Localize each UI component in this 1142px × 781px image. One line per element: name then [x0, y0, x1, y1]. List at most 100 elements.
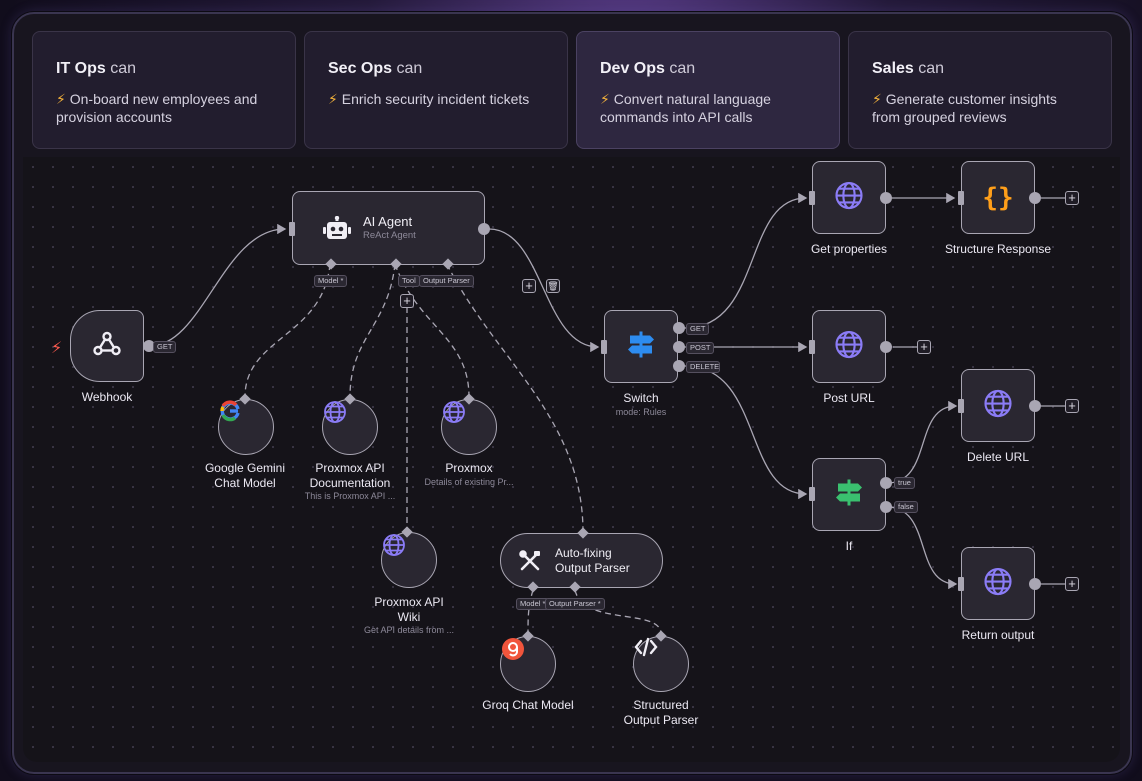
trigger-bolt-icon: ⚡ — [51, 340, 63, 357]
add-node-button[interactable]: + — [917, 340, 931, 354]
card-title: Sales can — [872, 60, 945, 77]
card-sales[interactable]: Sales can ⚡ Generate customer insights f… — [848, 31, 1112, 149]
node-proxmox-api-doc[interactable] — [322, 399, 378, 455]
add-node-button[interactable]: + — [1065, 399, 1079, 413]
node-label: Delete URL — [966, 450, 1030, 464]
node-label: Webhook — [81, 390, 133, 404]
output-handle-get[interactable] — [673, 322, 685, 334]
card-it-ops[interactable]: IT Ops can ⚡ On-board new employees and … — [32, 31, 296, 149]
node-get-properties[interactable] — [812, 161, 886, 234]
node-gemini[interactable] — [218, 399, 274, 455]
node-post-url[interactable] — [812, 310, 886, 383]
input-handle[interactable] — [809, 191, 815, 205]
card-desc: ⚡ Generate customer insights from groupe… — [872, 91, 1057, 125]
groq-icon — [501, 638, 525, 665]
signpost-icon — [626, 329, 656, 364]
input-handle[interactable] — [289, 222, 295, 236]
output-tag: DELETE — [686, 361, 720, 373]
node-switch[interactable] — [604, 310, 678, 383]
node-proxmox[interactable] — [441, 399, 497, 455]
output-handle[interactable] — [880, 192, 892, 204]
output-tag: GET — [153, 341, 177, 353]
code-icon — [634, 637, 658, 661]
bolt-icon: ⚡ — [328, 91, 338, 107]
output-tag: false — [894, 501, 918, 513]
globe-icon — [382, 534, 406, 561]
tools-icon — [518, 549, 542, 578]
node-proxmox-api-wiki[interactable] — [381, 532, 437, 588]
input-handle[interactable] — [958, 399, 964, 413]
output-handle[interactable] — [143, 340, 155, 352]
output-tag: POST — [686, 342, 715, 354]
node-label: Switch — [623, 391, 659, 405]
globe-icon — [983, 388, 1013, 423]
webhook-icon — [92, 329, 122, 364]
output-handle-post[interactable] — [673, 341, 685, 353]
add-tool-button[interactable]: + — [400, 294, 414, 308]
output-handle[interactable] — [1029, 400, 1041, 412]
add-node-button[interactable]: + — [1065, 191, 1079, 205]
node-if[interactable] — [812, 458, 886, 531]
bolt-icon: ⚡ — [872, 91, 882, 107]
output-handle-true[interactable] — [880, 477, 892, 489]
tool-tag: Tool — [398, 275, 420, 287]
node-label: Structure Response — [944, 242, 1052, 256]
card-desc: ⚡ Enrich security incident tickets — [328, 91, 530, 107]
workflow-canvas[interactable]: ⚡ GET Webhook AI Agent ReAct Agent Model — [23, 157, 1120, 762]
card-dev-ops[interactable]: Dev Ops can ⚡ Convert natural language c… — [576, 31, 840, 149]
globe-icon — [442, 401, 466, 428]
node-structured-parser[interactable] — [633, 636, 689, 692]
output-handle-delete[interactable] — [673, 360, 685, 372]
node-ai-agent[interactable]: AI Agent ReAct Agent — [292, 191, 485, 265]
output-handle[interactable] — [1029, 192, 1041, 204]
node-sublabel: mode: Rules — [615, 407, 667, 417]
node-webhook[interactable] — [70, 310, 144, 382]
node-subtitle: ReAct Agent — [363, 230, 416, 241]
input-handle[interactable] — [958, 577, 964, 591]
input-handle[interactable] — [958, 191, 964, 205]
card-title: IT Ops can — [56, 60, 137, 77]
output-handle-false[interactable] — [880, 501, 892, 513]
node-sublabel: Details of existing Pr... — [424, 477, 514, 487]
node-sublabel: Get API details from ... — [363, 625, 455, 635]
node-label: Post URL — [823, 391, 875, 405]
output-handle[interactable] — [1029, 578, 1041, 590]
card-sec-ops[interactable]: Sec Ops can ⚡ Enrich security incident t… — [304, 31, 568, 149]
node-delete-url[interactable] — [961, 369, 1035, 442]
node-label: Return output — [961, 628, 1035, 642]
globe-icon — [983, 566, 1013, 601]
output-tag: GET — [686, 323, 710, 335]
node-label: Groq Chat Model — [482, 698, 574, 712]
bolt-icon: ⚡ — [56, 91, 66, 107]
node-label: Proxmox — [445, 461, 493, 475]
globe-icon — [323, 401, 347, 428]
node-return-output[interactable] — [961, 547, 1035, 620]
signpost-icon — [834, 477, 864, 512]
globe-icon — [834, 329, 864, 364]
card-title: Dev Ops can — [600, 60, 696, 77]
globe-icon — [834, 180, 864, 215]
google-icon — [219, 400, 241, 426]
node-label: If — [845, 539, 853, 553]
node-groq[interactable] — [500, 636, 556, 692]
node-structure-response[interactable]: {} — [961, 161, 1035, 234]
card-title: Sec Ops can — [328, 60, 423, 77]
output-tag: true — [894, 477, 915, 489]
add-node-button[interactable]: + — [1065, 577, 1079, 591]
output-handle[interactable] — [880, 341, 892, 353]
input-handle[interactable] — [809, 487, 815, 501]
input-handle[interactable] — [601, 340, 607, 354]
connections — [149, 192, 1065, 636]
parser-tag: Output Parser * — [545, 598, 605, 610]
add-node-button[interactable]: + — [522, 279, 536, 293]
delete-connection-button[interactable]: 🗑 — [546, 279, 560, 293]
output-handle[interactable] — [478, 223, 490, 235]
input-handle[interactable] — [809, 340, 815, 354]
node-sublabel: This is Proxmox API ... — [304, 491, 396, 501]
robot-icon — [323, 215, 351, 247]
